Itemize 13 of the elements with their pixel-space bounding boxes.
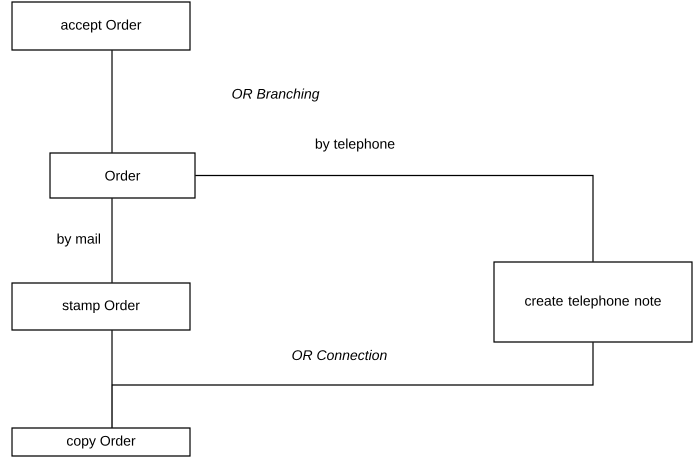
note-label: OR Branching bbox=[232, 88, 320, 102]
edge-label: by mail bbox=[58, 233, 100, 247]
process-box: copy Order bbox=[11, 427, 191, 457]
connector-line bbox=[111, 198, 113, 282]
process-box: stamp Order bbox=[11, 282, 191, 331]
process-box: Order bbox=[49, 152, 196, 199]
edge-label: by telephone bbox=[316, 138, 394, 152]
process-box: create telephone note bbox=[493, 261, 693, 343]
connector-line bbox=[196, 174, 594, 262]
connector-line bbox=[111, 342, 594, 428]
note-label: OR Connection bbox=[292, 350, 387, 360]
connector-line bbox=[111, 50, 113, 152]
process-box: accept Order bbox=[11, 1, 191, 51]
